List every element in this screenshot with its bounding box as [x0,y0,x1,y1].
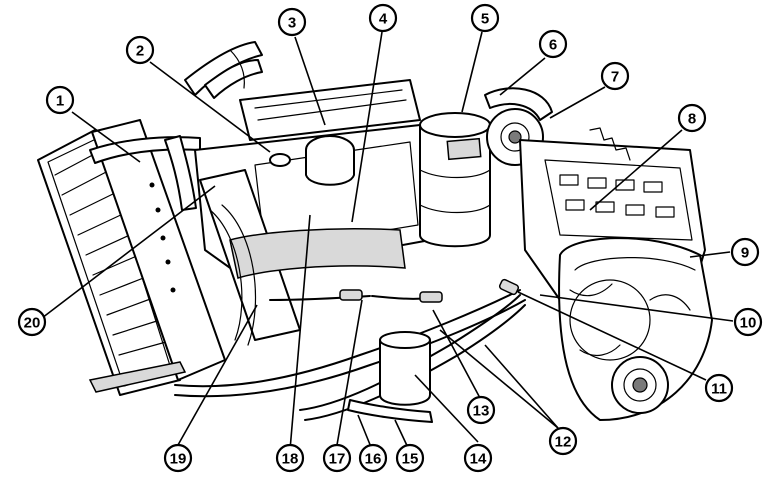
callout-number: 14 [470,451,487,468]
callout-4: 4 [368,3,398,33]
callout-9: 9 [730,237,760,267]
callout-circle [538,29,568,59]
leader-lines [41,31,734,453]
callout-13: 13 [466,395,496,425]
radiator [37,119,226,396]
callout-20: 20 [17,307,47,337]
callout-6: 6 [538,29,568,59]
callout-number: 4 [379,11,388,28]
callout-circle [45,85,75,115]
callout-circle [600,61,630,91]
callout-8: 8 [677,103,707,133]
callout-number: 10 [740,315,757,332]
callout-circle [17,307,47,337]
callout-11: 11 [704,373,734,403]
callout-circle [163,443,193,473]
callout-number: 1 [56,93,64,110]
callout-number: 15 [402,451,419,468]
callout-2: 2 [125,35,155,65]
lower-lines [174,204,526,423]
callout-15: 15 [395,443,425,473]
callout-number: 19 [170,451,187,468]
callout-17: 17 [322,443,352,473]
transmission [519,127,713,421]
callout-circle [395,443,425,473]
callout-circle [730,237,760,267]
callout-circle [470,3,500,33]
callout-7: 7 [600,61,630,91]
callout-5: 5 [470,3,500,33]
callout-circle [322,443,352,473]
callout-circle [704,373,734,403]
callout-circle [548,426,578,456]
callout-circle [466,395,496,425]
callout-number: 18 [282,451,299,468]
callout-3: 3 [277,7,307,37]
callout-number: 20 [24,315,41,332]
callout-circle [358,443,388,473]
callout-19: 19 [163,443,193,473]
callout-number: 13 [473,403,490,420]
callout-circle [677,103,707,133]
callout-circle [277,7,307,37]
upper-hoses [89,41,263,211]
callout-10: 10 [733,307,763,337]
callout-circle [463,443,493,473]
callout-number: 5 [481,11,489,28]
callout-number: 8 [688,111,696,128]
callout-circle [733,307,763,337]
callout-number: 11 [711,381,727,398]
callout-number: 3 [288,15,296,32]
callout-number: 9 [741,245,749,262]
callout-circle [125,35,155,65]
callout-1: 1 [45,85,75,115]
callout-circle [368,3,398,33]
callout-circle [275,443,305,473]
callout-number: 12 [555,434,572,451]
callout-number: 17 [329,451,346,468]
filter-canister [419,112,491,248]
callout-number: 16 [365,451,382,468]
callout-number: 2 [136,43,144,60]
callout-14: 14 [463,443,493,473]
callout-16: 16 [358,443,388,473]
callout-number: 7 [611,69,619,86]
callout-number: 6 [549,37,557,54]
callout-18: 18 [275,443,305,473]
engine-block [194,79,431,341]
callout-12: 12 [548,426,578,456]
